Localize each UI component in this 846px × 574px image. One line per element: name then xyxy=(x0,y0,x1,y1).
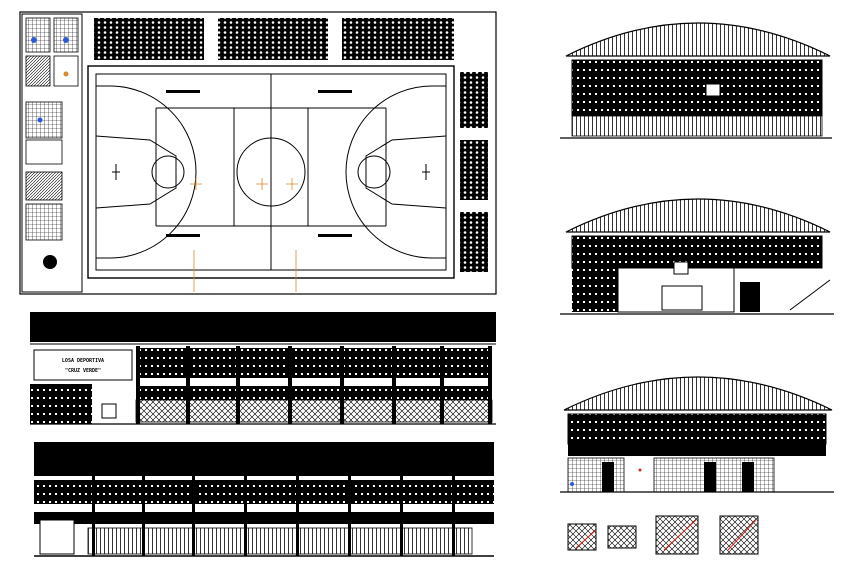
elevation-3 xyxy=(560,376,834,493)
player-benches xyxy=(166,90,352,237)
elevation-2 xyxy=(560,198,834,315)
floor-plan xyxy=(19,11,497,295)
sign-line-1: LOSA DEPORTIVA xyxy=(62,358,104,364)
stair-details xyxy=(567,515,759,555)
service-rooms xyxy=(21,13,83,293)
sign-line-2: "CRUZ VERDE" xyxy=(65,368,101,374)
basketball-court xyxy=(87,65,455,279)
top-bleachers xyxy=(94,18,454,60)
section-b-columns xyxy=(92,476,455,556)
long-section-a: LOSA DEPORTIVA "CRUZ VERDE" xyxy=(30,308,496,425)
section-a-columns xyxy=(136,346,492,424)
project-sign: LOSA DEPORTIVA "CRUZ VERDE" xyxy=(33,349,133,381)
long-section-b xyxy=(34,438,494,557)
elevation-1 xyxy=(560,22,832,139)
axis-markers xyxy=(190,178,298,292)
right-bleachers xyxy=(460,72,488,272)
